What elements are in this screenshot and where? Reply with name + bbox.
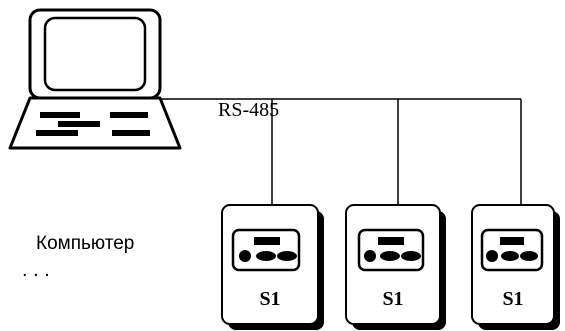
- device-button: [401, 251, 421, 261]
- device-1: S1: [221, 204, 324, 330]
- device-2: S1: [345, 204, 446, 330]
- ellipsis-label: . . .: [22, 259, 50, 281]
- computer-screen: [43, 16, 147, 92]
- device-button: [277, 251, 297, 261]
- device-label: S1: [259, 288, 280, 310]
- device-button: [486, 250, 498, 262]
- computer-label: Компьютер: [36, 233, 134, 254]
- device-display: [254, 237, 280, 245]
- device-panel: [480, 228, 544, 272]
- device-button: [364, 250, 376, 262]
- device-label: S1: [502, 288, 523, 310]
- device-button: [380, 251, 400, 261]
- device-label: S1: [382, 288, 403, 310]
- device-display: [500, 237, 524, 245]
- device-button: [239, 250, 251, 262]
- device-panel: [357, 228, 425, 272]
- keyboard-keys: [36, 112, 150, 136]
- rs485-bus: [162, 98, 522, 205]
- device-panel: [231, 228, 301, 272]
- device-button: [256, 251, 276, 261]
- device-button: [520, 251, 538, 261]
- bus-label: RS-485: [218, 99, 279, 121]
- device-3: S1: [471, 204, 560, 330]
- device-display: [378, 237, 404, 245]
- device-button: [501, 251, 519, 261]
- computer-icon: [8, 8, 182, 150]
